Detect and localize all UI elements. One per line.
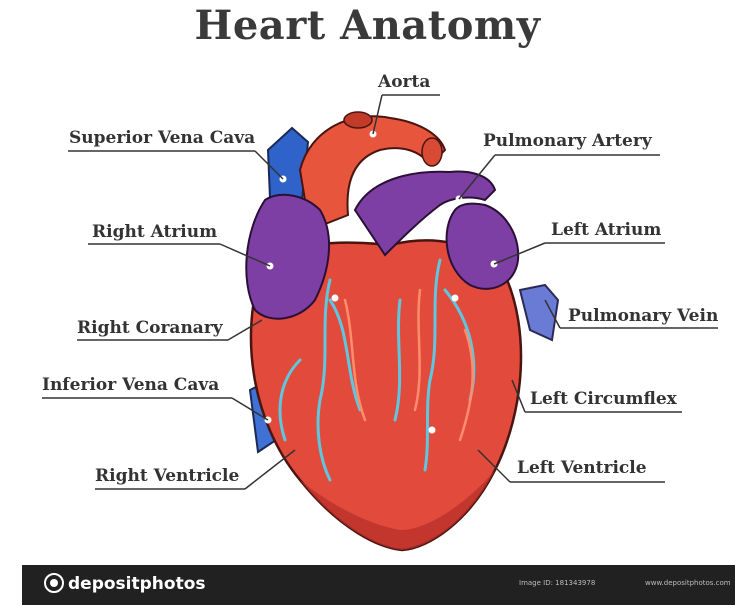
brand-icon [44, 573, 64, 593]
label-pulmonary-vein: Pulmonary Vein [568, 306, 718, 326]
label-left-ventricle: Left Ventricle [517, 458, 647, 478]
brand-logo: depositphotos [44, 573, 206, 594]
image-id-text: Image ID: 181343978 [519, 579, 595, 587]
label-inferior-vena-cava: Inferior Vena Cava [42, 375, 219, 395]
label-right-coronary: Right Coranary [77, 318, 223, 338]
label-left-circumflex: Left Circumflex [530, 389, 677, 409]
label-right-ventricle: Right Ventricle [95, 466, 239, 486]
aorta-branch [422, 138, 442, 166]
label-left-atrium: Left Atrium [551, 220, 661, 240]
aorta-opening [344, 112, 372, 128]
watermark-footer: depositphotos Image ID: 181343978 www.de… [22, 565, 735, 605]
label-right-atrium: Right Atrium [92, 222, 217, 242]
site-url-text: www.depositphotos.com [645, 579, 731, 587]
label-superior-vena-cava: Superior Vena Cava [69, 128, 255, 148]
brand-name: depositphotos [68, 574, 206, 594]
label-pulmonary-artery: Pulmonary Artery [483, 131, 652, 151]
label-aorta: Aorta [378, 72, 430, 92]
